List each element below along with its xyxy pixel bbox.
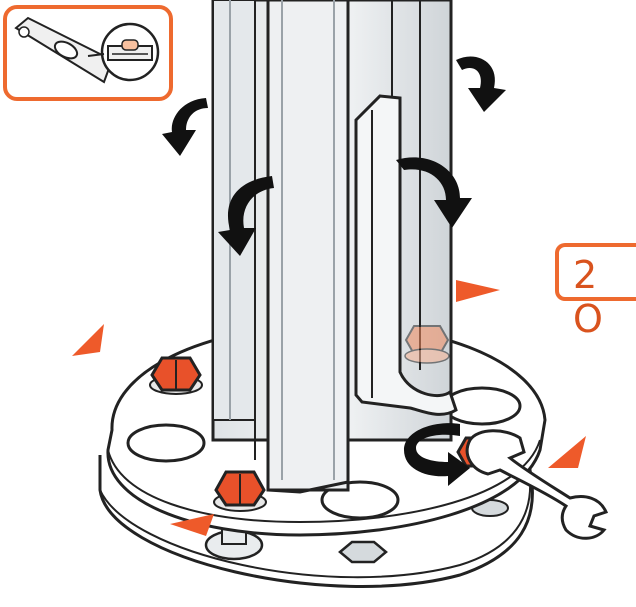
spirit-level-icon xyxy=(14,16,160,84)
hex-nut-front xyxy=(213,470,267,512)
plate-hole-left xyxy=(126,423,206,463)
rotate-arrow-icon xyxy=(162,56,506,486)
hex-nut-left xyxy=(149,356,203,395)
hex-nut-faded xyxy=(404,325,450,364)
step-number-badge: 2 O xyxy=(555,243,636,341)
aluminium-post xyxy=(211,0,453,494)
wrench-icon xyxy=(465,429,609,540)
bottom-bolt-middle xyxy=(338,540,388,564)
step-number: 2 O xyxy=(573,253,612,341)
angle-bracket xyxy=(354,94,458,416)
alignment-arrow-icon xyxy=(72,280,586,536)
spirit-level-inset xyxy=(3,5,173,101)
